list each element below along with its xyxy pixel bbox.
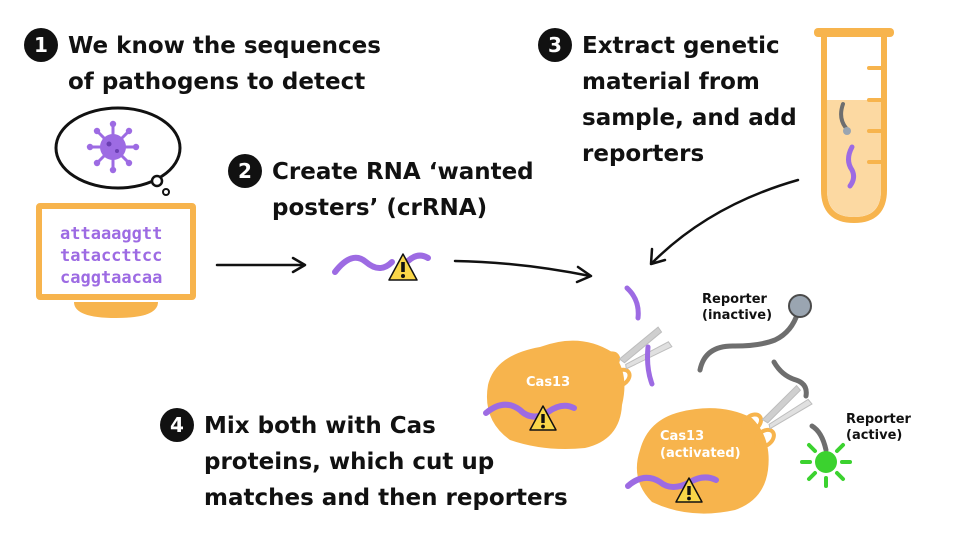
step-3: 3 Extract genetic material from sample, … [538,28,797,172]
cas13-label: Cas13 [526,374,570,391]
step-text: Extract genetic material from sample, an… [582,28,797,172]
cas13-activated-label: Cas13 (activated) [660,428,741,462]
step-text: Create RNA ‘wanted posters’ (crRNA) [272,154,534,226]
warning-icon [529,405,557,431]
step-number-badge: 1 [24,28,58,62]
reporter-inactive-label: Reporter (inactive) [702,292,772,324]
cas13-protein [483,340,625,449]
reporter-active-label: Reporter (active) [846,412,911,444]
arrow-2-to-mix [453,259,593,284]
monitor-stand [74,302,158,318]
step-line: proteins, which cut up [204,449,495,475]
label-line: Cas13 [526,375,571,390]
warning-icon [675,477,703,503]
step-4: 4 Mix both with Cas proteins, which cut … [160,408,568,516]
warning-icon [388,253,418,281]
label-line: (inactive) [702,308,773,323]
step-line: sample, and add [582,105,797,131]
step-line: material from [582,69,760,95]
step-number-badge: 4 [160,408,194,442]
step-line: We know the sequences [68,33,381,59]
step-line: posters’ (crRNA) [272,195,488,221]
label-line: (activated) [660,446,741,461]
step-line: Extract genetic [582,33,780,59]
step-text: We know the sequences of pathogens to de… [68,28,381,100]
cas13-activated-protein [625,408,769,514]
sequence-line: tataccttcc [60,246,163,266]
test-tube [814,28,894,224]
arrow-1-to-2 [215,256,307,274]
sequence-line: caggtaacaa [60,268,163,288]
step-number-badge: 2 [228,154,262,188]
label-line: Cas13 [660,429,705,444]
sequence-list: attaaaggtt tataccttcc caggtaacaa [60,223,162,289]
computer-monitor: attaaaggtt tataccttcc caggtaacaa [36,203,196,300]
arrow-3-to-mix [649,178,800,266]
label-line: (active) [846,428,903,443]
reporter-inactive [697,294,812,373]
step-number-badge: 3 [538,28,572,62]
cut-target-strand [645,344,655,387]
label-line: Reporter [702,292,767,307]
step-1: 1 We know the sequences of pathogens to … [24,28,381,100]
step-line: Create RNA ‘wanted [272,159,534,185]
crRNA-strand-tail [405,252,431,264]
scissors-icon [741,384,813,449]
step-2: 2 Create RNA ‘wanted posters’ (crRNA) [228,154,534,226]
step-line: reporters [582,141,705,167]
step-text: Mix both with Cas proteins, which cut up… [204,408,568,516]
crRNA-strand [332,254,395,275]
cut-reporter-strand [809,423,829,453]
step-line: of pathogens to detect [68,69,366,95]
step-line: matches and then reporters [204,485,568,511]
cut-reporter-strand [771,359,809,399]
reporter-active [800,443,852,488]
step-line: Mix both with Cas [204,413,436,439]
label-line: Reporter [846,412,911,427]
sequence-line: attaaaggtt [60,224,163,244]
cut-target-strand [624,285,641,321]
virus-icon [86,120,140,174]
